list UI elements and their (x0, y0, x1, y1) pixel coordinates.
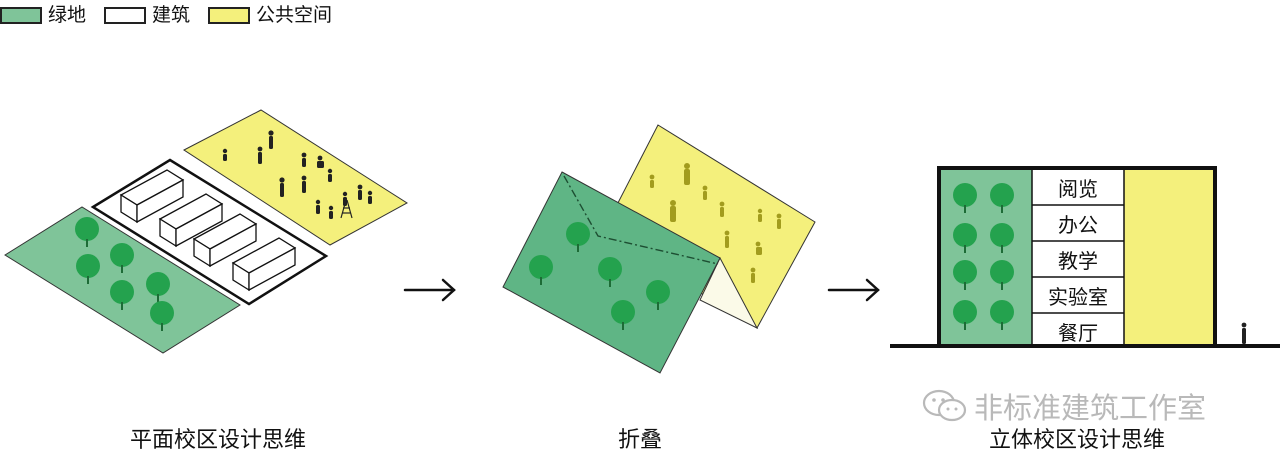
ladder-icon (340, 199, 353, 219)
person-icon (327, 168, 333, 182)
building-block (192, 213, 258, 268)
room-label-office: 办公 (1058, 212, 1098, 237)
tree-icon (953, 223, 977, 253)
person-icon (328, 205, 334, 219)
room-label-teaching: 教学 (1058, 248, 1098, 273)
legend-item-building: 建筑 (104, 4, 190, 26)
person-icon (301, 175, 307, 193)
vertical-trees (953, 183, 1014, 330)
person-icon (315, 199, 321, 214)
building-block (231, 237, 297, 292)
building-block (119, 169, 185, 224)
planar-green-lot (4, 206, 241, 354)
person-icon (222, 148, 228, 161)
tree-icon (646, 280, 670, 310)
person-icon (367, 190, 373, 204)
tree-icon (75, 217, 99, 247)
room-label-lab: 实验室 (1048, 284, 1108, 309)
arrow-right-icon (403, 278, 456, 302)
legend: 绿地 建筑 公共空间 (0, 2, 350, 28)
tree-icon (990, 260, 1014, 290)
tree-icon (990, 183, 1014, 213)
tree-icon (146, 272, 170, 302)
legend-label-public: 公共空间 (256, 4, 333, 26)
fold-crease-face (699, 256, 759, 330)
tree-icon (953, 260, 977, 290)
watermark: 非标准建筑工作室 (922, 386, 1206, 426)
planar-buildings (119, 169, 297, 292)
person-icon (776, 213, 782, 229)
person-icon (649, 174, 655, 188)
legend-swatch-building (104, 6, 147, 24)
person-icon (301, 152, 307, 167)
tree-icon (990, 300, 1014, 330)
watermark-text: 非标准建筑工作室 (974, 391, 1207, 425)
person-icon (1241, 322, 1247, 344)
planar-public-space (183, 109, 408, 246)
legend-label-green: 绿地 (48, 4, 87, 26)
person-icon (279, 177, 285, 197)
legend-label-building: 建筑 (152, 4, 191, 26)
caption-fold: 折叠 (617, 428, 663, 453)
person-icon (670, 200, 676, 222)
room-label-dining: 餐厅 (1058, 320, 1098, 345)
building-block (158, 193, 224, 248)
tree-icon (598, 257, 622, 287)
wechat-icon (922, 389, 967, 422)
person-icon (750, 267, 756, 283)
planar-trees (75, 217, 174, 331)
person-icon (757, 208, 763, 222)
tree-icon (150, 301, 174, 331)
person-icon (357, 184, 363, 200)
room-label-reading: 阅览 (1058, 176, 1098, 201)
person-icon (719, 201, 725, 217)
tree-icon (611, 300, 635, 330)
person-icon (317, 155, 324, 168)
caption-planar: 平面校区设计思维 (129, 428, 307, 453)
legend-item-public: 公共空间 (208, 4, 332, 26)
fold-line (563, 175, 719, 265)
vertical-campus (890, 166, 1280, 348)
person-icon (702, 185, 708, 200)
planar-people (222, 130, 373, 219)
tree-icon (990, 223, 1014, 253)
arrow-right-icon (827, 278, 880, 302)
planar-campus (4, 109, 408, 354)
caption-vertical: 立体校区设计思维 (988, 428, 1166, 453)
tree-icon (110, 243, 134, 273)
person-icon (684, 163, 690, 185)
person-icon (257, 146, 263, 164)
legend-swatch-public (208, 6, 251, 24)
tree-icon (110, 280, 134, 310)
person-icon (755, 241, 762, 255)
tree-icon (529, 255, 553, 285)
legend-swatch-green (0, 6, 42, 24)
fold-diagram (502, 124, 816, 374)
tree-icon (76, 254, 100, 284)
fold-trees (529, 222, 670, 330)
legend-item-green: 绿地 (0, 4, 86, 26)
vertical-building-column (1032, 168, 1124, 346)
tree-icon (566, 222, 590, 252)
vertical-public-column (1124, 168, 1215, 346)
vertical-green-column (939, 168, 1032, 346)
person-icon (268, 130, 274, 149)
person-icon (724, 230, 730, 248)
tree-icon (953, 300, 977, 330)
fold-people (649, 163, 782, 283)
tree-icon (953, 183, 977, 213)
